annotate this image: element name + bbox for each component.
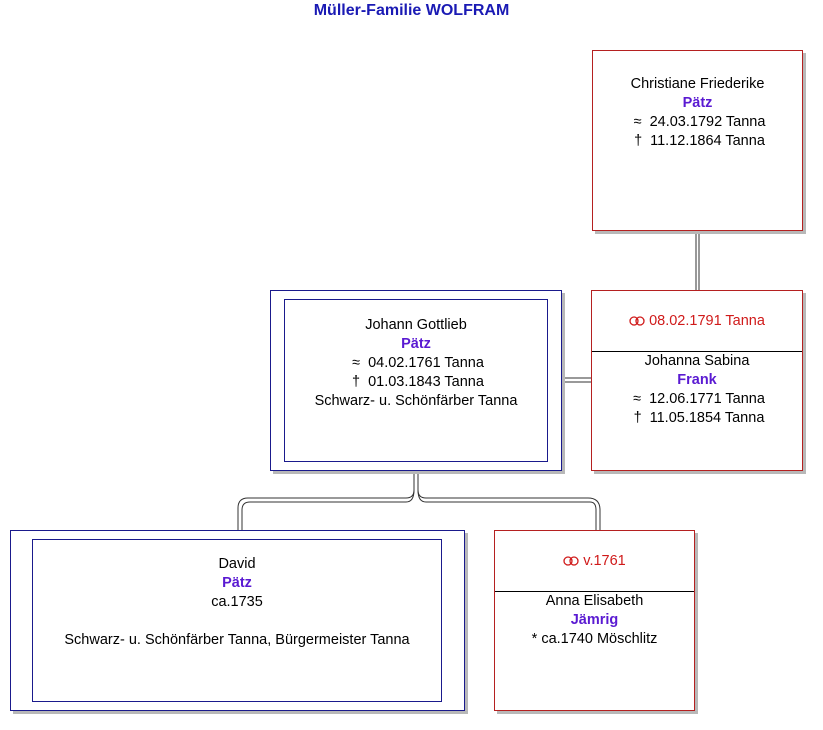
- person-card-david[interactable]: David Pätz ca.1735 Schwarz- u. Schönfärb…: [10, 530, 465, 711]
- baptism-icon: ≈: [633, 114, 642, 130]
- death-date: 11.05.1854 Tanna: [649, 410, 765, 426]
- given-name: Johanna Sabina: [644, 353, 750, 369]
- baptism-line: ≈04.02.1761 Tanna: [285, 354, 547, 373]
- death-cross-icon: †: [352, 374, 361, 390]
- person-card-inner-frame: Johann Gottlieb Pätz ≈04.02.1761 Tanna †…: [284, 299, 548, 462]
- birth-date: ca.1740 Möschlitz: [541, 631, 658, 647]
- baptism-date: 24.03.1792 Tanna: [649, 114, 766, 130]
- person-card-johanna[interactable]: 08.02.1791 Tanna Johanna Sabina Frank ≈1…: [591, 290, 803, 471]
- birth-date: ca.1735: [211, 594, 263, 610]
- surname: Pätz: [222, 575, 252, 591]
- person-card-christiane[interactable]: Christiane Friederike Pätz ≈24.03.1792 T…: [592, 50, 803, 231]
- death-date: 11.12.1864 Tanna: [650, 133, 765, 149]
- marriage-rings-icon: [563, 556, 579, 566]
- marriage-date: v.1761: [583, 553, 626, 569]
- death-line: † 11.12.1864 Tanna: [593, 132, 802, 151]
- person-card-anna[interactable]: v.1761 Anna Elisabeth Jämrig * ca.1740 M…: [494, 530, 695, 711]
- person-card-johann[interactable]: Johann Gottlieb Pätz ≈04.02.1761 Tanna †…: [270, 290, 562, 471]
- given-name: David: [218, 556, 256, 572]
- person-card-inner-frame: David Pätz ca.1735 Schwarz- u. Schönfärb…: [32, 539, 442, 702]
- occupation: Schwarz- u. Schönfärber Tanna: [314, 393, 518, 409]
- baptism-icon: ≈: [352, 355, 361, 371]
- given-name: Johann Gottlieb: [365, 317, 467, 333]
- marriage-line: v.1761: [495, 531, 694, 592]
- marriage-rings-icon: [629, 316, 645, 326]
- baptism-icon: ≈: [633, 391, 642, 407]
- given-name: Christiane Friederike: [630, 76, 765, 92]
- surname: Pätz: [401, 336, 431, 352]
- marriage-line: 08.02.1791 Tanna: [592, 291, 802, 352]
- surname: Frank: [677, 372, 717, 388]
- given-name: Anna Elisabeth: [545, 593, 644, 609]
- surname: Pätz: [682, 95, 713, 111]
- baptism-date: 12.06.1771 Tanna: [649, 391, 765, 407]
- surname: Jämrig: [570, 612, 619, 628]
- death-cross-icon: †: [634, 133, 643, 149]
- baptism-line: ≈12.06.1771 Tanna: [592, 390, 802, 409]
- birth-star-icon: *: [531, 631, 538, 647]
- baptism-date: 04.02.1761 Tanna: [368, 355, 484, 371]
- occupation: Schwarz- u. Schönfärber Tanna, Bürgermei…: [64, 632, 410, 648]
- chart-title: Müller-Familie WOLFRAM: [313, 2, 510, 19]
- death-date: 01.03.1843 Tanna: [368, 374, 484, 390]
- death-line: † 01.03.1843 Tanna: [285, 373, 547, 392]
- death-line: † 11.05.1854 Tanna: [592, 409, 802, 428]
- baptism-line: ≈24.03.1792 Tanna: [593, 113, 802, 132]
- death-cross-icon: †: [633, 410, 642, 426]
- marriage-date: 08.02.1791 Tanna: [649, 313, 765, 329]
- birth-line: * ca.1740 Möschlitz: [495, 630, 694, 649]
